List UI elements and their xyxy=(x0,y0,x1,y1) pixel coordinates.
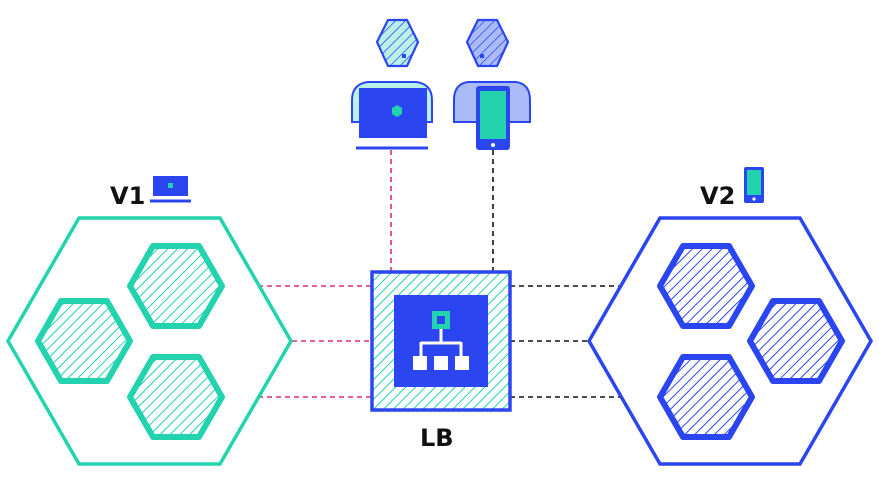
v2-label: V2 xyxy=(700,182,735,210)
phone-icon xyxy=(744,167,764,203)
v2-node-hexagon xyxy=(747,298,845,384)
v2-outer-hexagon xyxy=(586,216,874,466)
v2-group: V2 xyxy=(586,167,874,466)
laptop-icon xyxy=(150,176,191,203)
person-with-laptop-icon xyxy=(351,18,433,150)
v1-node-hexagon xyxy=(35,298,133,384)
v1-label: V1 xyxy=(110,182,145,210)
lb-label: LB xyxy=(420,424,454,452)
v1-node-hexagon xyxy=(127,243,225,329)
load-balancer: LB xyxy=(370,270,512,452)
v1-node-hexagon xyxy=(127,354,225,440)
load-balancer-hierarchy-icon xyxy=(413,311,469,370)
v2-node-hexagon xyxy=(657,243,755,329)
v1-group: V1 xyxy=(5,176,294,466)
person-with-phone-icon xyxy=(453,18,531,150)
v2-node-hexagon xyxy=(657,354,755,440)
